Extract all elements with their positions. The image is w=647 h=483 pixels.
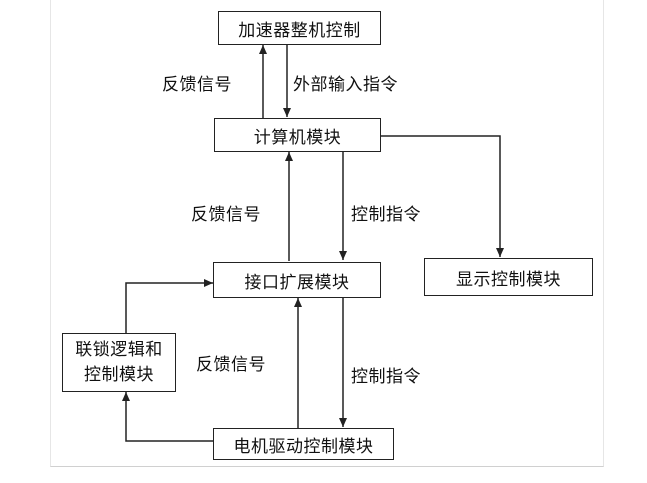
arrow-computer-to-display — [381, 135, 504, 257]
computer-module-block: 计算机模块 — [214, 118, 381, 152]
arrow-motor-to-interlock — [122, 392, 213, 442]
display-control-block: 显示控制模块 — [424, 258, 593, 296]
feedback-signal-label-mid: 反馈信号 — [191, 205, 261, 225]
arrow-interlock-to-interface — [125, 279, 213, 333]
control-command-label-low: 控制指令 — [351, 367, 421, 387]
interlock-logic-label-line2: 控制模块 — [84, 364, 154, 385]
feedback-signal-label-top: 反馈信号 — [162, 75, 232, 95]
feedback-signal-label-low: 反馈信号 — [196, 355, 266, 375]
interface-expansion-block: 接口扩展模块 — [213, 262, 381, 298]
interlock-logic-block: 联锁逻辑和 控制模块 — [62, 333, 176, 392]
interlock-logic-label-line1: 联锁逻辑和 — [75, 339, 163, 360]
motor-drive-block: 电机驱动控制模块 — [213, 428, 394, 460]
control-command-label-mid: 控制指令 — [351, 205, 421, 225]
accelerator-control-block: 加速器整机控制 — [218, 11, 381, 45]
external-command-label: 外部输入指令 — [293, 75, 398, 95]
interface-expansion-label: 接口扩展模块 — [244, 272, 350, 293]
accelerator-control-label: 加速器整机控制 — [238, 20, 361, 41]
motor-drive-label: 电机驱动控制模块 — [233, 436, 374, 457]
display-control-label: 显示控制模块 — [456, 269, 561, 290]
page-frame — [50, 0, 604, 467]
computer-module-label: 计算机模块 — [253, 127, 342, 148]
